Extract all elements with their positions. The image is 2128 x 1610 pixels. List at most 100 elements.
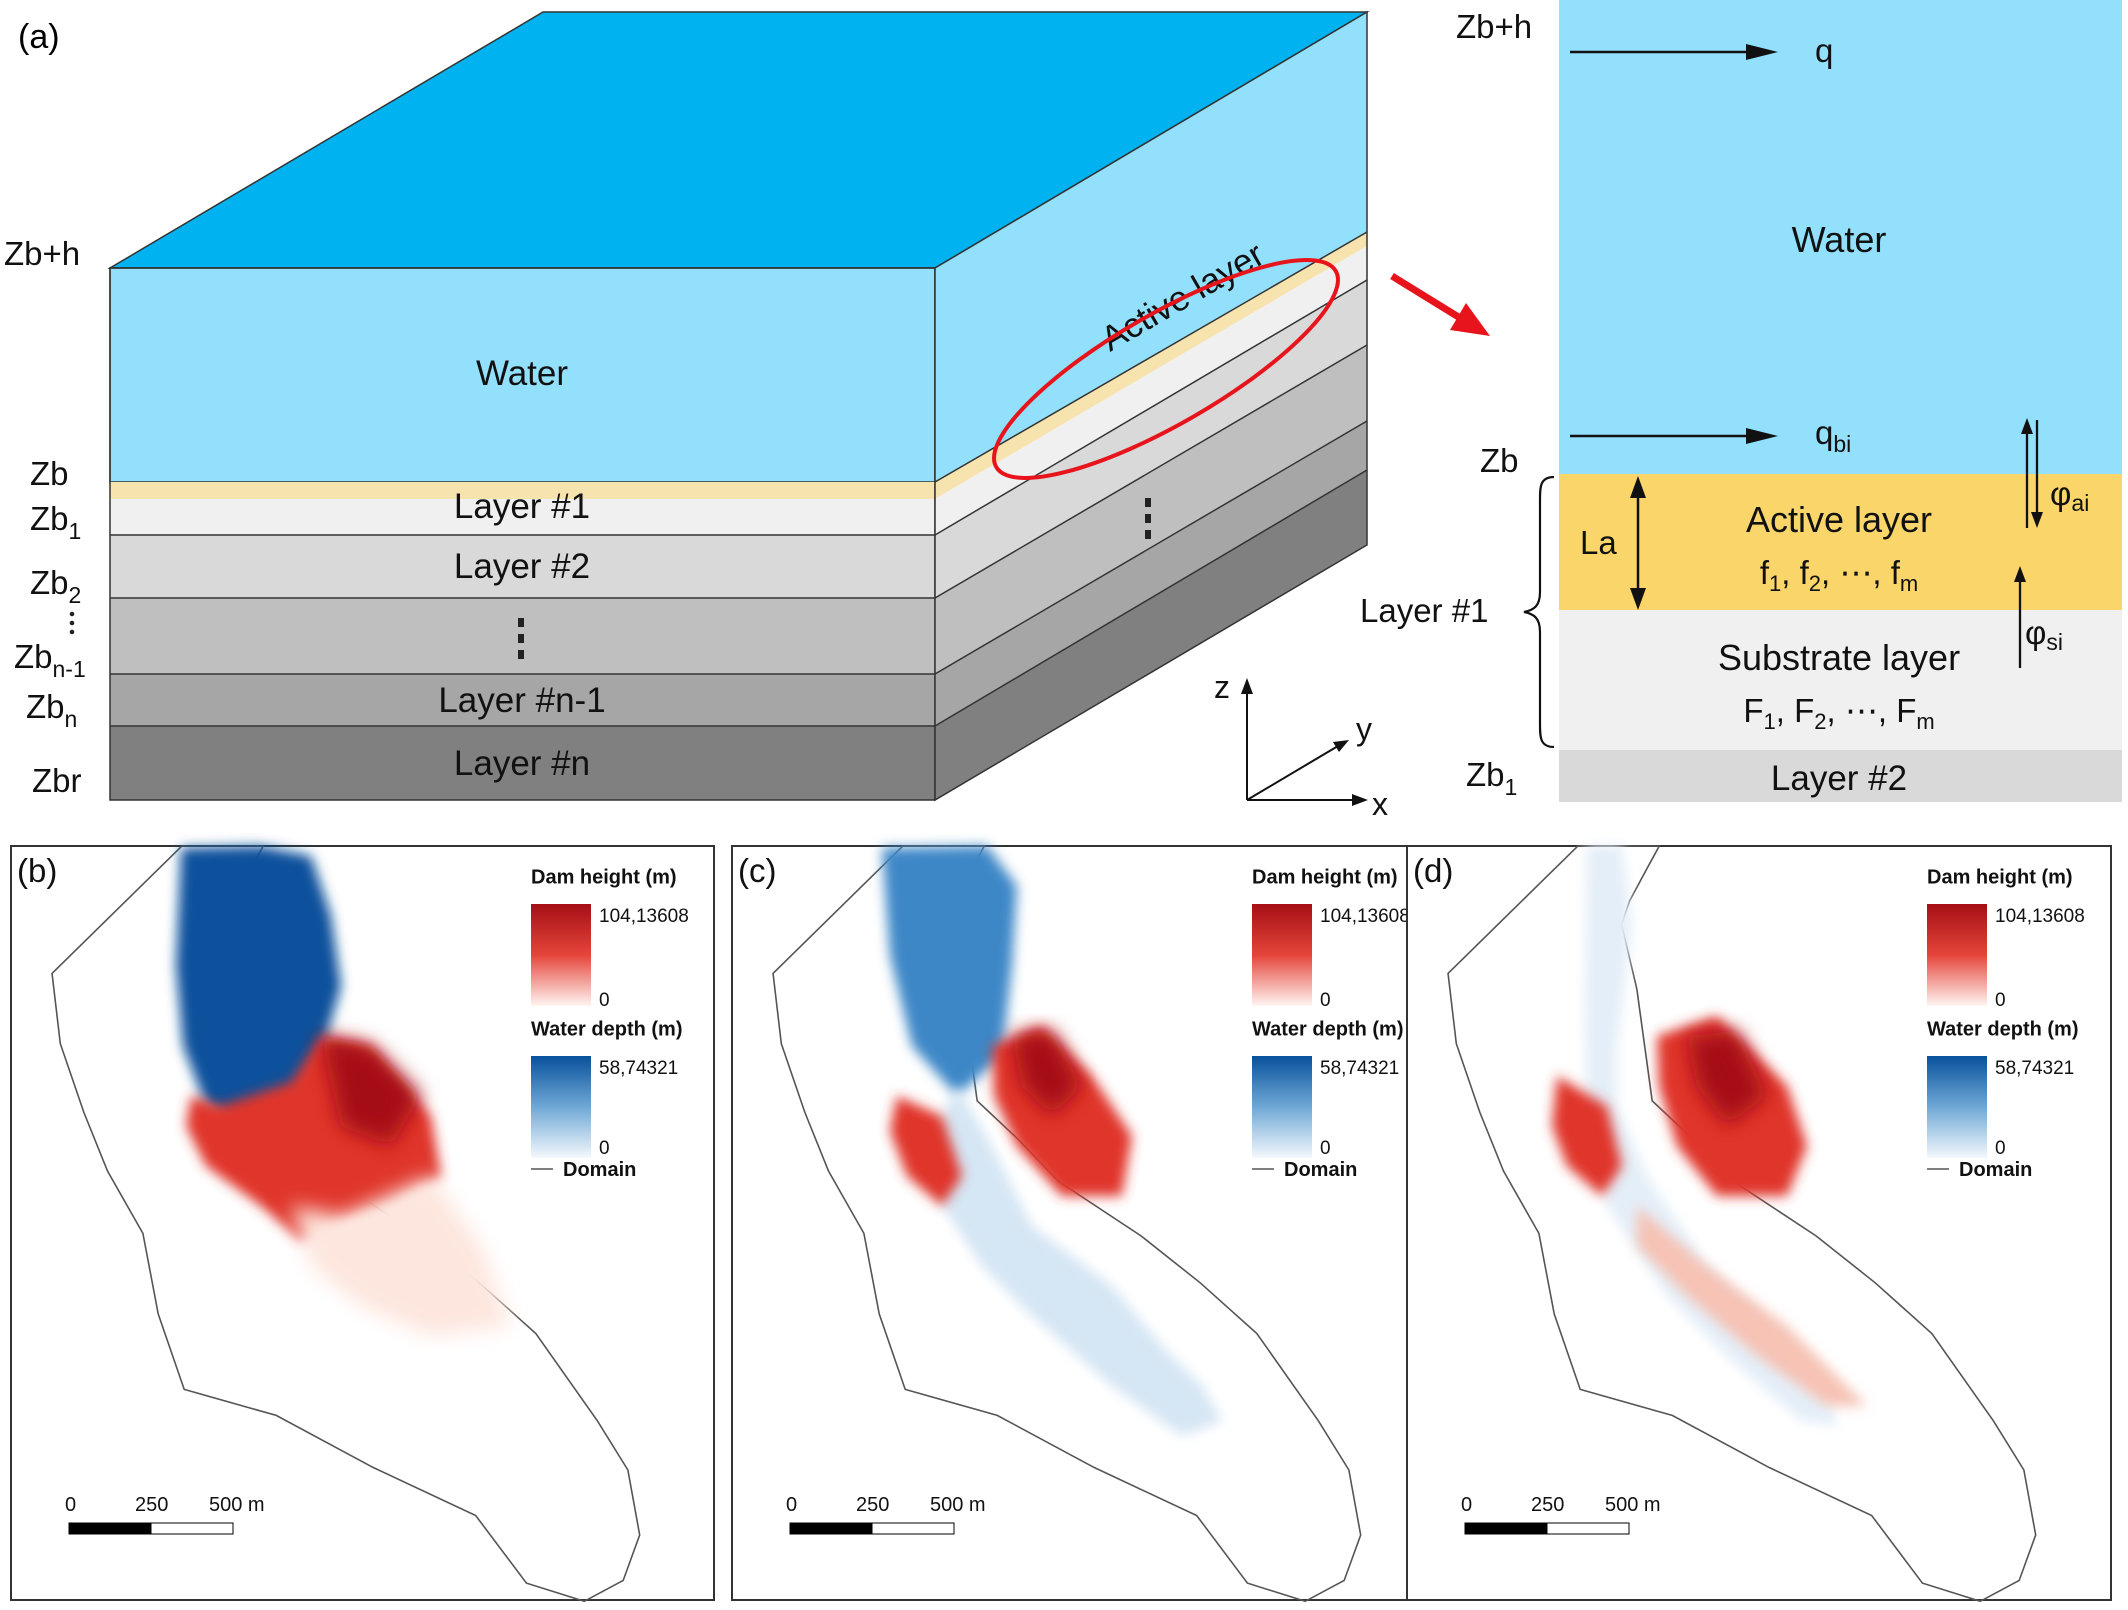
dam-height-peak xyxy=(1012,1031,1082,1116)
scale-label-500: 500 m xyxy=(930,1494,986,1516)
scale-label-500: 500 m xyxy=(1605,1494,1661,1516)
scale-label-250: 250 xyxy=(1531,1494,1564,1516)
side-active xyxy=(935,232,1367,499)
front-layer2 xyxy=(110,535,935,598)
scale-bar: 0 250 500 m xyxy=(1461,1494,1661,1535)
detail-la: La xyxy=(1580,524,1617,561)
scale-bar-white xyxy=(1546,1522,1630,1535)
legend-dam-min: 0 xyxy=(599,990,610,1011)
legend-water-max: 58,74321 xyxy=(599,1058,678,1079)
phi-ai-arrows xyxy=(2021,418,2043,528)
scale-bar-black xyxy=(1464,1522,1548,1535)
detail-layer2-label: Layer #2 xyxy=(1771,759,1907,798)
panel-a: (a) xyxy=(4,10,1490,822)
legend-dam-min: 0 xyxy=(1320,990,1331,1011)
scale-label-250: 250 xyxy=(135,1494,168,1516)
map-panel-label: (c) xyxy=(738,852,776,889)
front-water-label: Water xyxy=(476,354,568,393)
detail-layer1: Layer #1 xyxy=(1360,592,1488,629)
dam-height-field-left xyxy=(890,1096,962,1206)
legend-water-min: 0 xyxy=(1995,1138,2006,1159)
domain-outline xyxy=(1447,845,2037,1603)
left-zbn: Zbn xyxy=(26,688,77,732)
left-zbr: Zbr xyxy=(32,762,82,799)
scale-label-0: 0 xyxy=(65,1494,76,1516)
qbi-arrow xyxy=(1570,428,1778,444)
left-small-dots xyxy=(69,611,75,635)
la-arrow xyxy=(1630,476,1646,610)
map-panel-label: (b) xyxy=(17,852,57,889)
scale-label-250: 250 xyxy=(856,1494,889,1516)
side-layern1 xyxy=(935,421,1367,726)
legend-domain-label: Domain xyxy=(1284,1159,1357,1181)
legend-water-title: Water depth (m) xyxy=(531,1019,682,1041)
side-layern xyxy=(935,470,1367,800)
map-frame xyxy=(1406,845,2112,1601)
front-layer1-label: Layer #1 xyxy=(454,487,590,526)
legend-dam-title: Dam height (m) xyxy=(1252,867,1398,889)
scale-bar-black xyxy=(789,1522,873,1535)
detail-layer2 xyxy=(1559,750,2122,802)
front-layern1-label: Layer #n-1 xyxy=(438,681,605,720)
legend-dam-max: 104,13608 xyxy=(599,906,689,927)
detail-substrate-label: Substrate layer xyxy=(1718,637,1960,678)
panel-detail: Zb+h q Water qbi Zb φai La Active layer xyxy=(1360,0,2122,802)
detail-qbi: qbi xyxy=(1815,414,1851,457)
axes-triad xyxy=(1241,678,1368,806)
front-layer2-label: Layer #2 xyxy=(454,547,590,586)
map-panel-label: (d) xyxy=(1413,852,1453,889)
detail-f-line: f1, f2, ⋯, fm xyxy=(1760,554,1918,596)
dam-height-tail xyxy=(1637,1206,1867,1406)
legend-dam-ramp xyxy=(1927,904,1987,1006)
legend-water-title: Water depth (m) xyxy=(1927,1019,2078,1041)
legend-dam-ramp xyxy=(1252,904,1312,1006)
scale-bar-black xyxy=(68,1522,152,1535)
water-depth-field xyxy=(176,846,341,1131)
legend-water-ramp xyxy=(1927,1056,1987,1158)
q-arrow xyxy=(1570,44,1778,60)
detail-water xyxy=(1559,0,2122,474)
legend-water-min: 0 xyxy=(599,1138,610,1159)
panel-a-label: (a) xyxy=(18,18,60,56)
legend-domain-label: Domain xyxy=(563,1159,636,1181)
detail-substrate xyxy=(1559,610,2122,750)
legend-dam-title: Dam height (m) xyxy=(1927,867,2073,889)
detail-zbh: Zb+h xyxy=(1456,8,1532,45)
red-arrow xyxy=(1390,273,1490,336)
axis-x-label: x xyxy=(1372,786,1388,822)
left-zb1: Zb1 xyxy=(30,500,81,544)
dam-height-tail xyxy=(291,1176,511,1336)
legend-water-min: 0 xyxy=(1320,1138,1331,1159)
front-active xyxy=(110,482,935,499)
left-zbn1: Zbn-1 xyxy=(14,638,86,682)
detail-active xyxy=(1559,474,2122,610)
axis-z-label: z xyxy=(1214,669,1230,705)
legend-domain-label: Domain xyxy=(1959,1159,2032,1181)
detail-phi-ai: φai xyxy=(2050,475,2089,516)
left-zb2: Zb2 xyxy=(30,564,81,608)
side-water xyxy=(935,12,1367,482)
water-depth-field xyxy=(882,846,1017,1096)
front-layern1 xyxy=(110,674,935,726)
detail-q: q xyxy=(1815,32,1833,69)
water-depth-channel xyxy=(927,1086,1222,1436)
detail-zb1: Zb1 xyxy=(1466,756,1517,800)
scale-label-0: 0 xyxy=(1461,1494,1472,1516)
layer1-brace xyxy=(1523,475,1555,749)
side-layer3 xyxy=(935,345,1367,674)
phi-si-arrow xyxy=(2014,566,2026,668)
legend-dam-max: 104,13608 xyxy=(1995,906,2085,927)
legend-dam-ramp xyxy=(531,904,591,1006)
detail-active-layer: Active layer xyxy=(1746,499,1932,540)
legend-dam-min: 0 xyxy=(1995,990,2006,1011)
